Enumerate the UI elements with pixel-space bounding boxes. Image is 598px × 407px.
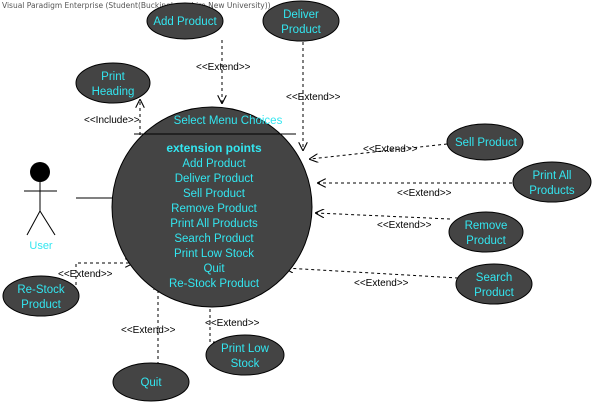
extension-point: Sell Product: [183, 188, 246, 200]
use-case-select-menu-choices[interactable]: Select Menu Choices extension points Add…: [111, 106, 313, 308]
watermark-text: Visual Paradigm Enterprise (Student(Buck…: [2, 1, 271, 10]
use-case-add-product[interactable]: Add Product: [146, 2, 224, 40]
restock-product-shape: [2, 275, 80, 317]
extend-label-remove-product: <<Extend>>: [377, 220, 432, 231]
extension-point: Search Product: [174, 233, 254, 245]
extend-line-sell-product: [310, 143, 448, 159]
use-case-sell-product[interactable]: Sell Product: [446, 123, 524, 161]
extension-point: Quit: [203, 263, 225, 275]
remove-product-shape: [448, 211, 524, 253]
restock-product-label-line1: Re-Stock: [17, 284, 65, 296]
extend-label-deliver-product: <<Extend>>: [286, 92, 341, 103]
extension-point: Deliver Product: [175, 173, 254, 185]
extend-label-sell-product: <<Extend>>: [363, 144, 418, 155]
search-product-shape: [455, 263, 533, 305]
actor-head-icon: [30, 162, 50, 182]
print-low-stock-label-line2: Stock: [231, 358, 260, 370]
deliver-product-shape: [262, 0, 340, 42]
actor-left-leg: [26, 210, 41, 236]
print-all-products-shape: [512, 161, 592, 203]
use-case-deliver-product[interactable]: Deliver Product: [262, 0, 340, 42]
actor-label: User: [29, 240, 53, 252]
actor-user[interactable]: User: [24, 162, 57, 252]
extension-point: Re-Stock Product: [169, 278, 260, 290]
search-product-label-line2: Product: [474, 287, 514, 299]
extend-label-restock-product: <<Extend>>: [58, 269, 113, 280]
extension-point: Add Product: [182, 158, 246, 170]
print-low-stock-label-line1: Print Low: [221, 343, 270, 355]
include-label-print-heading: <<Include>>: [84, 115, 140, 126]
deliver-product-label-line1: Deliver: [283, 9, 319, 21]
extend-line-search-product: [285, 268, 459, 279]
extend-label-search-product: <<Extend>>: [354, 278, 409, 289]
extend-label-quit: <<Extend>>: [121, 325, 176, 336]
deliver-product-label-line2: Product: [281, 24, 321, 36]
extension-point: Remove Product: [171, 203, 257, 215]
remove-product-label-line1: Remove: [465, 220, 508, 232]
extend-label-add-product: <<Extend>>: [196, 62, 251, 73]
extend-line-remove-product: [316, 213, 451, 220]
remove-product-label-line2: Product: [466, 235, 506, 247]
quit-label: Quit: [140, 377, 162, 389]
sell-product-label: Sell Product: [455, 137, 518, 149]
use-case-restock-product[interactable]: Re-Stock Product: [2, 275, 80, 317]
extension-points-heading: extension points: [166, 141, 262, 155]
add-product-shape: [146, 2, 224, 40]
print-heading-label-line1: Print: [101, 71, 125, 83]
extend-label-print-low-stock: <<Extend>>: [205, 318, 260, 329]
sell-product-shape: [446, 123, 524, 161]
extension-point: Print Low Stock: [174, 248, 254, 260]
use-case-remove-product[interactable]: Remove Product: [448, 211, 524, 253]
print-heading-label-line2: Heading: [92, 86, 135, 98]
add-product-label: Add Product: [153, 16, 217, 28]
actor-right-leg: [39, 210, 56, 236]
print-low-stock-shape: [205, 334, 285, 376]
extension-point: Print All Products: [170, 218, 258, 230]
extend-line-print-low-stock: [210, 297, 222, 343]
use-case-print-heading[interactable]: Print Heading: [75, 62, 151, 104]
use-case-print-low-stock[interactable]: Print Low Stock: [205, 334, 285, 376]
print-all-products-label-line1: Print All: [533, 170, 572, 182]
main-use-case-shape: [111, 106, 313, 308]
print-heading-shape: [75, 62, 151, 104]
search-product-label-line1: Search: [476, 272, 512, 284]
restock-product-label-line2: Product: [21, 299, 61, 311]
use-case-quit[interactable]: Quit: [112, 362, 190, 402]
print-all-products-label-line2: Products: [529, 185, 575, 197]
quit-shape: [112, 362, 190, 402]
use-case-print-all-products[interactable]: Print All Products: [512, 161, 592, 203]
main-use-case-title: Select Menu Choices: [174, 115, 283, 127]
extend-label-print-all-products: <<Extend>>: [397, 188, 452, 199]
use-case-search-product[interactable]: Search Product: [455, 263, 533, 305]
extend-line-restock-product: [75, 263, 133, 285]
